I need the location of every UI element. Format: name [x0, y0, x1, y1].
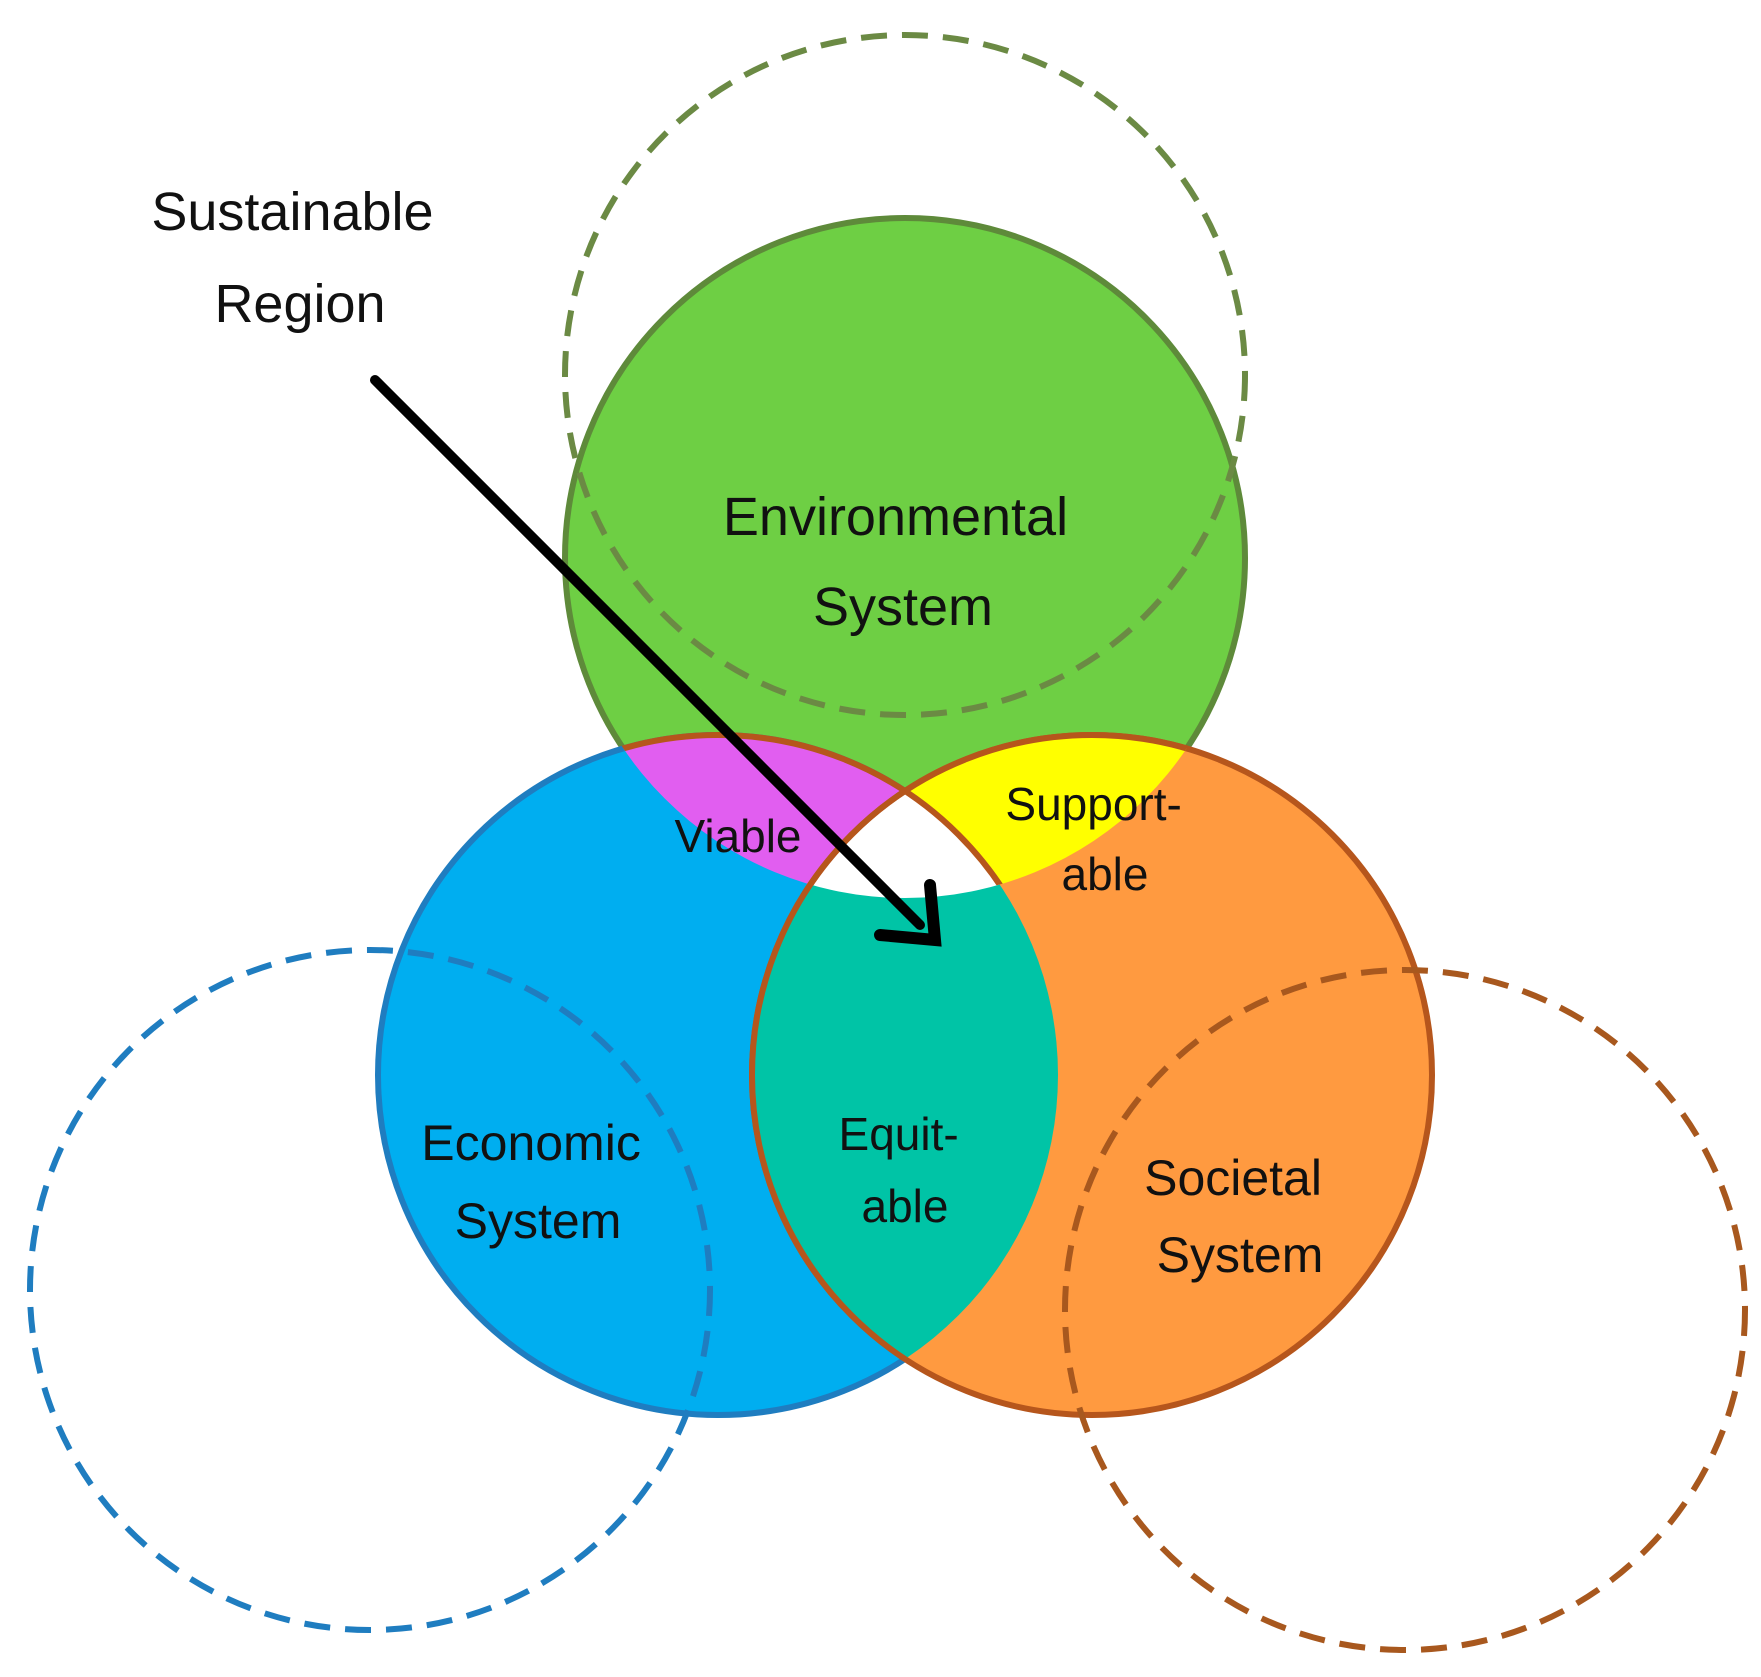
societal-dashed-circle: [1062, 967, 1748, 1653]
viable-label: Viable: [674, 810, 801, 862]
societal-system-label: Societal System: [1144, 1150, 1336, 1283]
environmental-dashed-circle: [562, 32, 1248, 718]
equitable-region: [752, 735, 1058, 1415]
economic-system-label: Economic System: [421, 1115, 654, 1249]
equitable-label: Equit- able: [839, 1108, 972, 1232]
environmental-system-label: Environmental System: [723, 487, 1083, 637]
sustainable-region-label: Sustainable Region: [151, 182, 448, 334]
societal-outline-in-economic: [749, 735, 1058, 1415]
supportable-label: Support- able: [1005, 778, 1194, 900]
sustainable-region-arrow: [370, 375, 942, 947]
economic-dashed-circle: [27, 947, 713, 1633]
societal-outline-in-environmental: [749, 732, 1245, 898]
economic-outline-in-environmental: [565, 732, 1061, 898]
